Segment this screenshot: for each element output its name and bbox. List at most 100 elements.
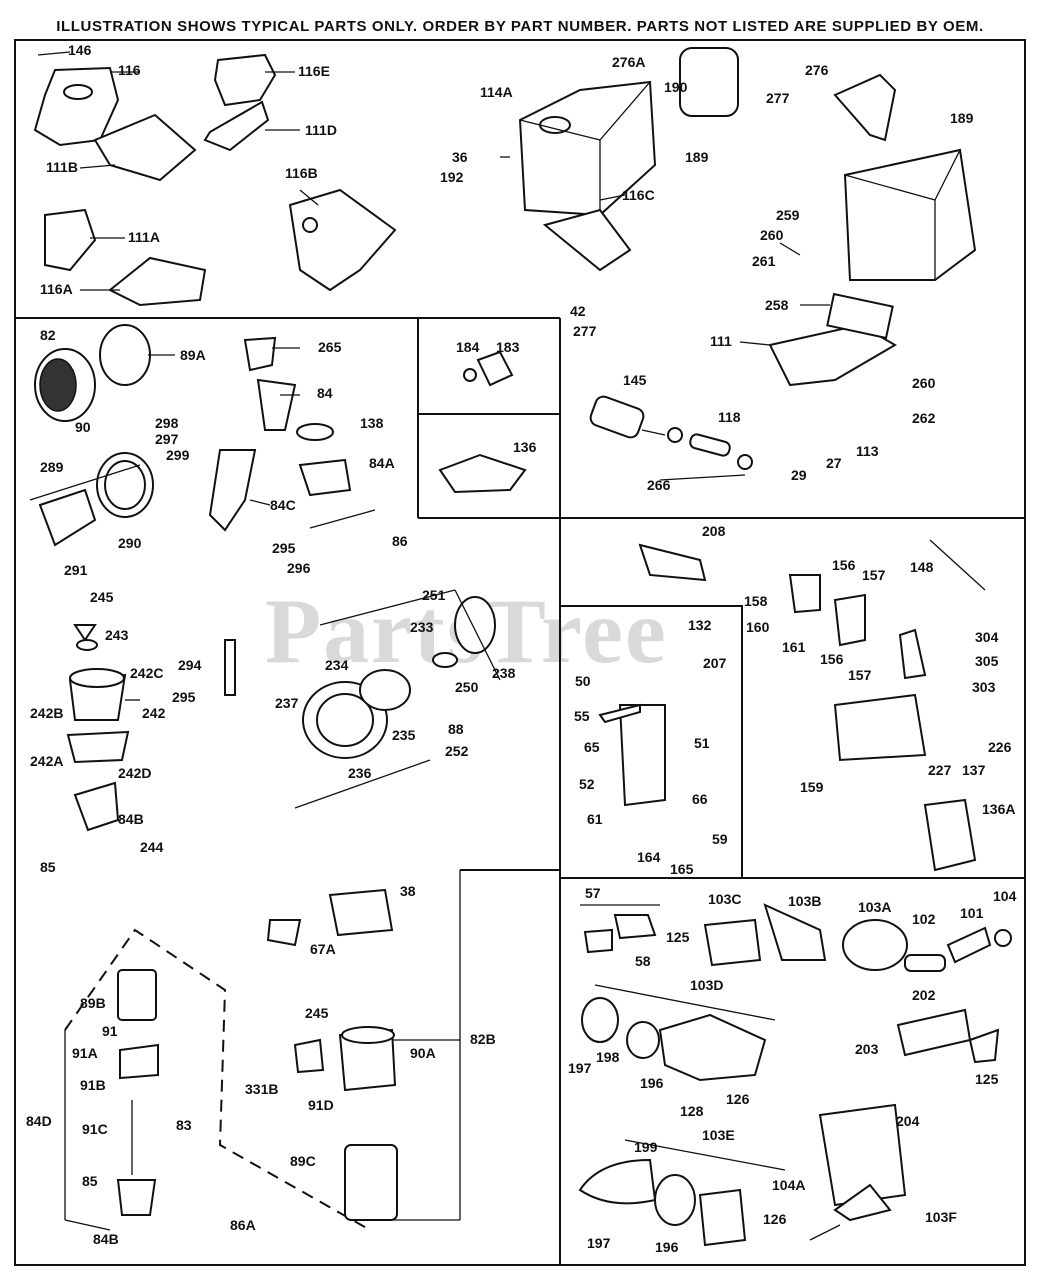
- callout-label: 233: [410, 619, 434, 635]
- callout-label: 160: [746, 619, 770, 635]
- muffler-group: [578, 903, 1012, 1247]
- callout-label: 89A: [180, 347, 206, 363]
- callout-label: 236: [348, 765, 372, 781]
- callout-label: 260: [912, 375, 936, 391]
- callout-label: 295: [172, 689, 196, 705]
- callout-label: 111A: [128, 229, 160, 245]
- callout-label: 235: [392, 727, 416, 743]
- small-parts-box-183: [438, 350, 527, 494]
- callout-label: 161: [782, 639, 806, 655]
- callout-label: 58: [635, 953, 651, 969]
- callout-label: 298: [155, 415, 179, 431]
- callout-label: 38: [400, 883, 416, 899]
- callout-label: 125: [975, 1071, 999, 1087]
- callout-label: 189: [685, 149, 709, 165]
- callout-label: 196: [655, 1239, 679, 1255]
- callout-label: 118: [718, 409, 741, 425]
- callout-label: 192: [440, 169, 464, 185]
- callout-label: 84B: [118, 811, 144, 827]
- callout-label: 116E: [298, 63, 330, 79]
- callout-label: 164: [637, 849, 661, 865]
- callout-label: 158: [744, 593, 768, 609]
- callout-label: 136: [513, 439, 537, 455]
- callout-label: 258: [765, 297, 789, 313]
- carb-air-cleaner-group: [66, 589, 501, 832]
- callout-label: 266: [647, 477, 671, 493]
- callout-label: 156: [820, 651, 844, 667]
- callout-label: 238: [492, 665, 516, 681]
- callout-label: 116B: [285, 165, 318, 181]
- callout-label: 190: [664, 79, 688, 95]
- callout-label: 289: [40, 459, 64, 475]
- callout-label: 103F: [925, 1209, 957, 1225]
- governor-controls-group: [598, 539, 986, 872]
- fuel-tank-group: [500, 47, 977, 387]
- callout-label: 84: [317, 385, 333, 401]
- callout-label: 82: [40, 327, 56, 343]
- callout-label: 156: [832, 557, 856, 573]
- callout-label: 297: [155, 431, 179, 447]
- callout-label: 303: [972, 679, 996, 695]
- callout-label: 242A: [30, 753, 63, 769]
- callout-label: 29: [791, 467, 807, 483]
- callout-label: 85: [82, 1173, 98, 1189]
- callout-label: 304: [975, 629, 999, 645]
- callout-label: 259: [776, 207, 800, 223]
- callout-label: 295: [272, 540, 296, 556]
- callout-label: 91B: [80, 1077, 106, 1093]
- remote-air-cleaner-group: [64, 870, 461, 1231]
- callout-label: 88: [448, 721, 464, 737]
- callout-label: 36: [452, 149, 468, 165]
- callout-label: 242B: [30, 705, 63, 721]
- callout-label: 86A: [230, 1217, 256, 1233]
- callout-label: 242D: [118, 765, 151, 781]
- callout-label: 128: [680, 1103, 704, 1119]
- callout-label: 245: [305, 1005, 329, 1021]
- callout-label: 138: [360, 415, 384, 431]
- callout-label: 245: [90, 589, 114, 605]
- callout-label: 237: [275, 695, 299, 711]
- callout-label: 27: [826, 455, 842, 471]
- callout-label: 101: [960, 905, 984, 921]
- callout-label: 157: [848, 667, 872, 683]
- callout-label: 83: [176, 1117, 192, 1133]
- callout-label: 183: [496, 339, 520, 355]
- callout-label: 265: [318, 339, 342, 355]
- callout-label: 52: [579, 776, 595, 792]
- callout-label: 103E: [702, 1127, 735, 1143]
- callout-label: 204: [896, 1113, 920, 1129]
- callout-label: 55: [574, 708, 590, 724]
- callout-label: 82B: [470, 1031, 496, 1047]
- callout-label: 242C: [130, 665, 163, 681]
- callout-label: 50: [575, 673, 591, 689]
- callout-label: 84A: [369, 455, 395, 471]
- callout-label: 203: [855, 1041, 879, 1057]
- callout-labels: 146 116 116E 111D 111B 116B 111A 116A 11…: [26, 42, 1017, 1255]
- callout-label: 276: [805, 62, 829, 78]
- callout-label: 116: [118, 62, 141, 78]
- diagram-header: ILLUSTRATION SHOWS TYPICAL PARTS ONLY. O…: [56, 18, 984, 35]
- callout-label: 198: [596, 1049, 620, 1065]
- air-cleaner-group: [29, 324, 376, 547]
- callout-label: 159: [800, 779, 824, 795]
- callout-label: 65: [584, 739, 600, 755]
- callout-label: 86: [392, 533, 408, 549]
- callout-label: 197: [568, 1060, 592, 1076]
- callout-label: 67A: [310, 941, 336, 957]
- callout-label: 157: [862, 567, 886, 583]
- callout-label: 91: [102, 1023, 118, 1039]
- callout-label: 243: [105, 627, 129, 643]
- callout-label: 116C: [622, 187, 655, 203]
- callout-label: 103A: [858, 899, 891, 915]
- callout-label: 227: [928, 762, 952, 778]
- callout-label: 84B: [93, 1231, 119, 1247]
- callout-label: 111B: [46, 159, 78, 175]
- callout-label: 111D: [305, 122, 337, 138]
- bracket-group-top-left: [33, 51, 397, 307]
- callout-label: 261: [752, 253, 776, 269]
- callout-label: 276A: [612, 54, 645, 70]
- callout-label: 208: [702, 523, 726, 539]
- callout-label: 103B: [788, 893, 821, 909]
- callout-label: 148: [910, 559, 934, 575]
